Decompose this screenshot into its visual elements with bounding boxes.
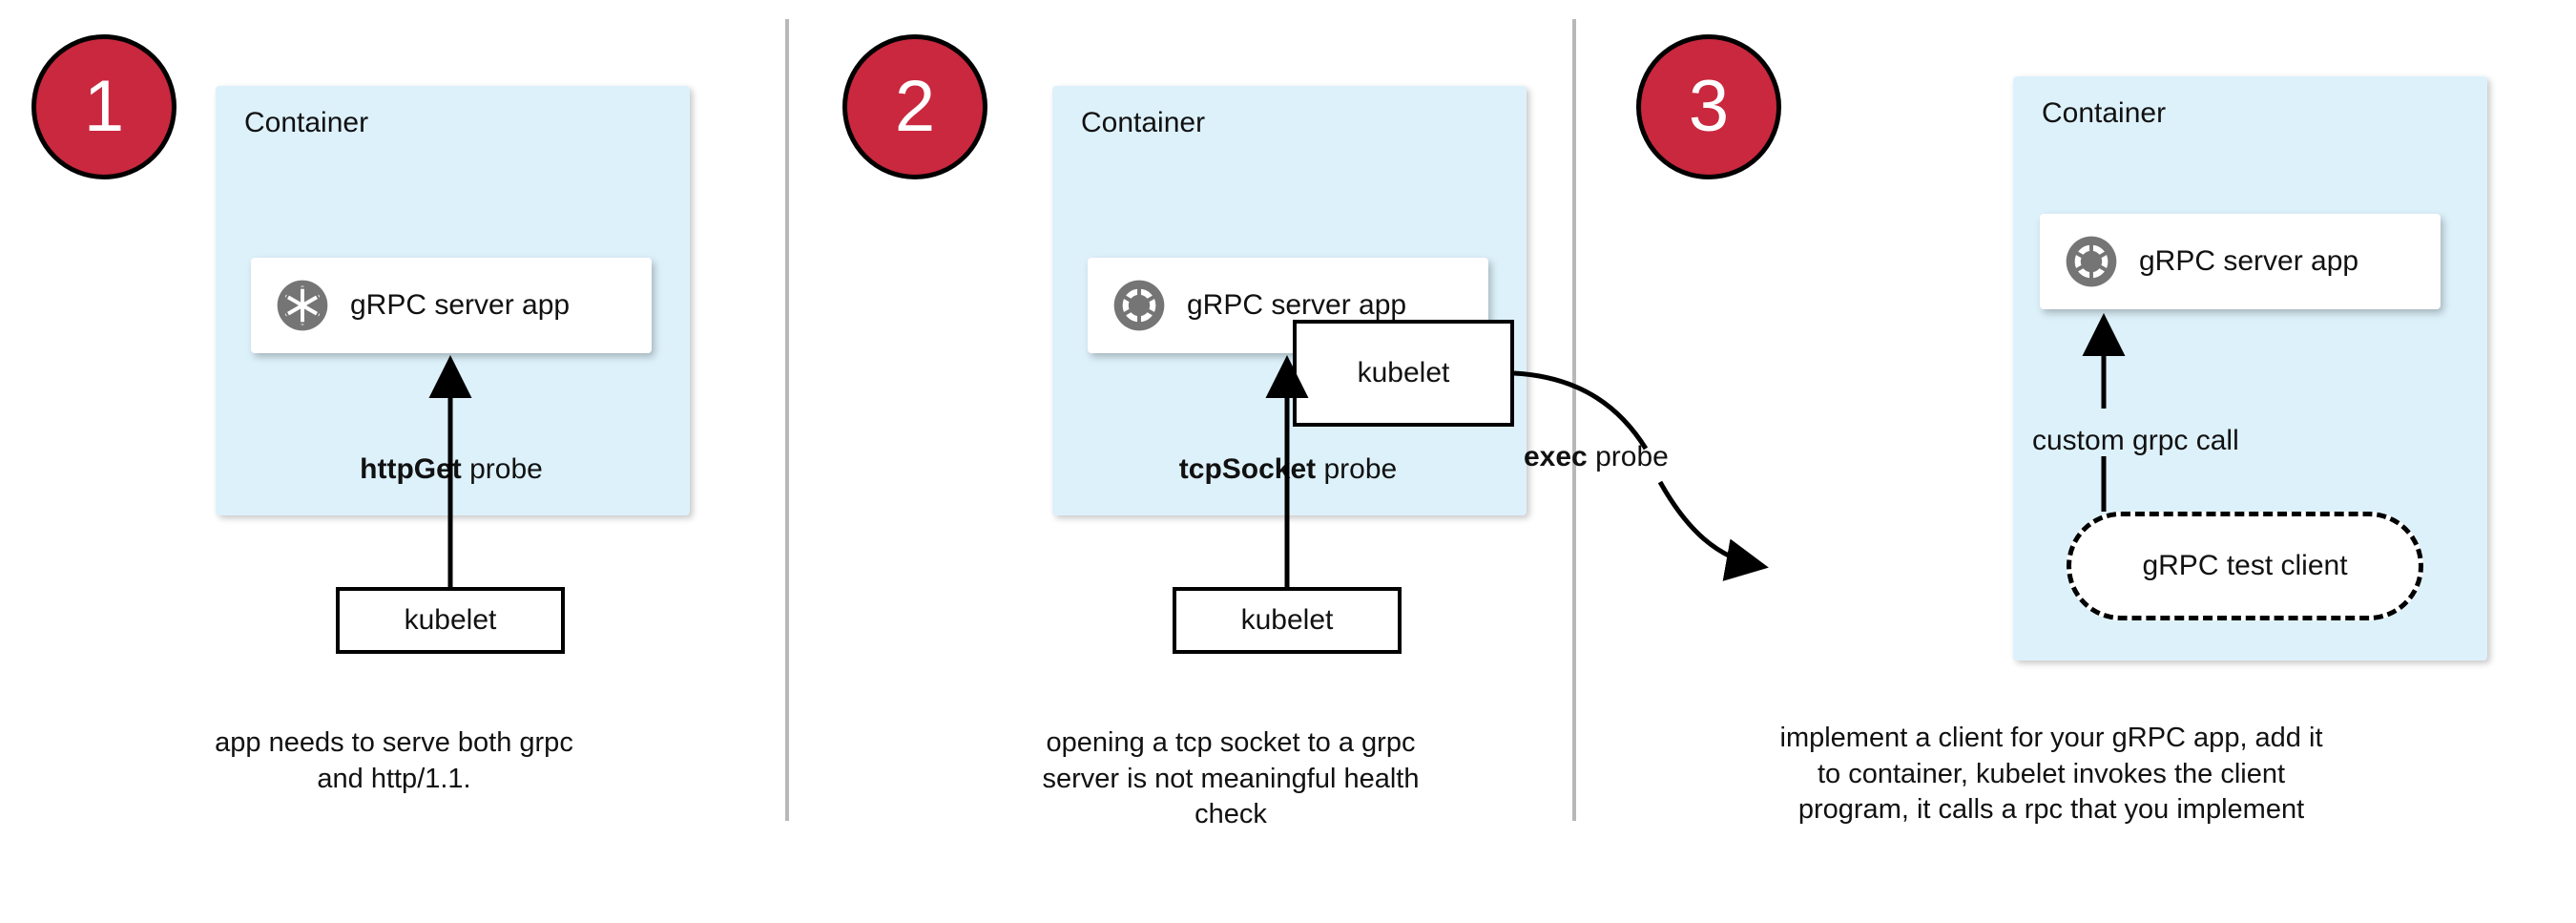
step-badge-1: 1 xyxy=(31,34,177,179)
grpc-logo-icon xyxy=(2066,236,2117,287)
grpc-logo-icon xyxy=(277,280,328,331)
kubelet-label-1: kubelet xyxy=(404,604,497,636)
probe-label-1-bold: httpGet xyxy=(360,453,462,485)
grpc-logo-icon xyxy=(1113,280,1165,331)
step-badge-2-number: 2 xyxy=(894,66,936,147)
kubelet-label-2: kubelet xyxy=(1240,604,1334,636)
caption-1-line-1: app needs to serve both grpc xyxy=(215,727,573,758)
grpc-server-app-card-3: gRPC server app xyxy=(2040,214,2441,309)
kubelet-label-3: kubelet xyxy=(1357,357,1450,388)
probe-label-3-bold: exec xyxy=(1524,441,1588,472)
container-label-1: Container xyxy=(244,107,369,138)
probe-label-1: httpGet probe xyxy=(251,453,652,486)
grpc-test-client-pill: gRPC test client xyxy=(2067,512,2423,620)
caption-2: opening a tcp socket to a grpc server is… xyxy=(1011,725,1450,833)
panel-divider-1 xyxy=(785,19,789,821)
caption-3-line-2: to container, kubelet invokes the client xyxy=(1817,758,2286,789)
probe-label-3-rest: probe xyxy=(1587,441,1669,472)
grpc-server-app-label-3: gRPC server app xyxy=(2139,245,2359,277)
step-badge-2: 2 xyxy=(842,34,987,179)
panel-1: 1 Container xyxy=(0,0,785,923)
probe-label-2-bold: tcpSocket xyxy=(1178,453,1317,485)
caption-1: app needs to serve both grpc and http/1.… xyxy=(175,725,613,797)
step-badge-1-number: 1 xyxy=(83,66,125,147)
probe-label-2-rest: probe xyxy=(1316,453,1398,485)
kubelet-box-1: kubelet xyxy=(336,587,565,654)
caption-2-line-1: opening a tcp socket to a grpc xyxy=(1046,727,1416,758)
grpc-server-app-label-1: gRPC server app xyxy=(350,289,571,321)
grpc-server-app-card-1: gRPC server app xyxy=(251,258,652,353)
caption-1-line-2: and http/1.1. xyxy=(317,763,471,794)
step-badge-3: 3 xyxy=(1636,34,1781,179)
custom-grpc-call-text: custom grpc call xyxy=(2032,425,2239,456)
container-label-2: Container xyxy=(1081,107,1206,138)
custom-grpc-call-label: custom grpc call xyxy=(2032,425,2239,457)
caption-3: implement a client for your gRPC app, ad… xyxy=(1717,721,2385,829)
kubelet-box-3: kubelet xyxy=(1293,320,1514,427)
grpc-server-app-label-2: gRPC server app xyxy=(1187,289,1407,321)
panel-2: 2 Container gRPC server app xyxy=(785,0,1572,923)
panel-3: 3 Container gRPC server app xyxy=(1293,0,2576,923)
caption-3-line-1: implement a client for your gRPC app, ad… xyxy=(1779,723,2323,753)
caption-2-line-2: server is not meaningful health xyxy=(1042,763,1420,794)
step-badge-3-number: 3 xyxy=(1688,66,1730,147)
probe-label-1-rest: probe xyxy=(461,453,543,485)
probe-label-2: tcpSocket probe xyxy=(1088,453,1488,486)
probe-label-3: exec probe xyxy=(1524,441,1669,473)
kubelet-box-2: kubelet xyxy=(1173,587,1402,654)
caption-2-line-3: check xyxy=(1195,799,1267,830)
caption-3-line-3: program, it calls a rpc that you impleme… xyxy=(1797,794,2305,826)
container-label-3: Container xyxy=(2042,97,2167,129)
grpc-test-client-label: gRPC test client xyxy=(2142,550,2348,581)
